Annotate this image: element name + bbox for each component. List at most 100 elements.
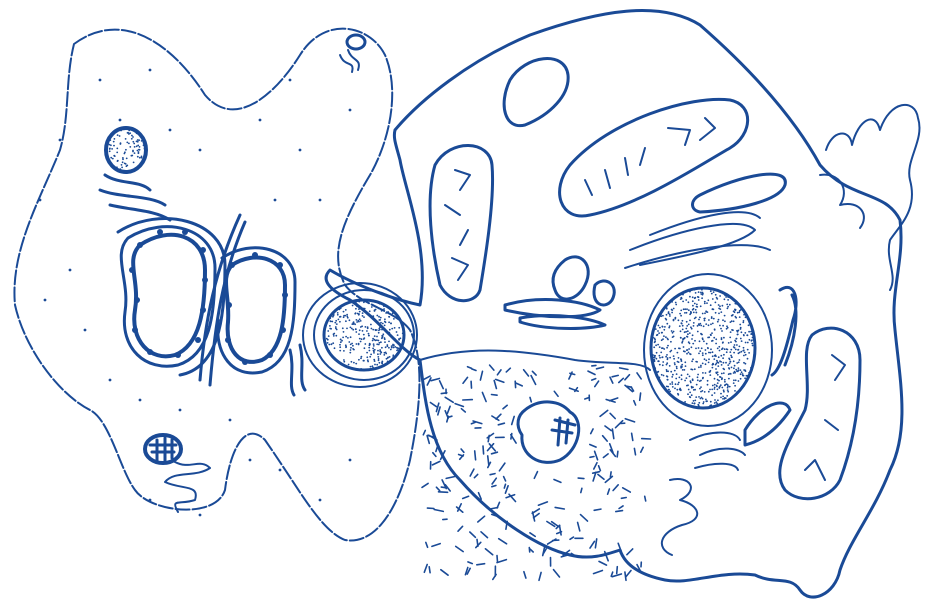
stipple-dot: [663, 394, 665, 396]
stipple-dot: [743, 375, 745, 377]
stipple-dot: [725, 384, 727, 386]
stipple-dot: [747, 349, 749, 351]
filament-dash: [610, 377, 613, 383]
stipple-dot: [398, 360, 400, 362]
stipple-dot: [738, 367, 740, 369]
filament-dash: [611, 572, 613, 576]
ribosome-dot: [267, 352, 273, 358]
stipple-dot: [733, 360, 735, 362]
stipple-dot: [125, 149, 127, 151]
stipple-dot: [738, 394, 740, 396]
stipple-dot: [339, 301, 341, 303]
stipple-dot: [403, 315, 405, 317]
stipple-dot: [121, 167, 123, 169]
stipple-dot: [745, 316, 747, 318]
stipple-dot: [738, 399, 740, 401]
stipple-dot: [700, 293, 702, 295]
stipple-dot: [394, 363, 396, 365]
stipple-dot: [671, 381, 673, 383]
stipple-dot: [753, 300, 755, 302]
filament-dash: [483, 446, 484, 454]
stipple-dot: [674, 370, 676, 372]
stipple-dot: [687, 336, 689, 338]
filament-dash: [645, 496, 646, 501]
stipple-dot: [680, 358, 682, 360]
stipple-dot: [670, 371, 672, 373]
stipple-dot: [656, 352, 658, 354]
stipple-dot: [694, 402, 696, 404]
stipple-dot: [753, 317, 755, 319]
stipple-dot: [352, 305, 354, 307]
stipple-dot: [740, 351, 742, 353]
filament-dash: [474, 474, 477, 477]
filament-dash: [610, 413, 615, 418]
stipple-dot: [710, 290, 712, 292]
stipple-dot: [395, 302, 397, 304]
stipple-dot: [143, 142, 145, 144]
ribosome-dot: [226, 302, 232, 308]
stipple-dot: [396, 303, 398, 305]
stipple-dot: [654, 297, 656, 299]
stipple-dot: [739, 289, 741, 291]
stipple-dot: [716, 403, 718, 405]
stipple-dot: [369, 314, 371, 316]
filament-dash: [492, 478, 496, 484]
stipple-dot: [671, 376, 673, 378]
stipple-dot: [338, 367, 340, 369]
stipple-dot: [132, 151, 134, 153]
stipple-dot: [710, 334, 712, 336]
stipple-dot: [371, 328, 373, 330]
stipple-dot: [328, 335, 330, 337]
stipple-dot: [737, 331, 739, 333]
stipple-dot: [669, 391, 671, 393]
stipple-dot: [672, 386, 674, 388]
filament-dash: [592, 379, 596, 381]
stipple-dot: [692, 378, 694, 380]
cytoplasm-dot: [249, 459, 252, 462]
stipple-dot: [712, 363, 714, 365]
filament-dash: [600, 410, 608, 416]
filament-dash: [472, 369, 476, 371]
stipple-dot: [366, 352, 368, 354]
stipple-dot: [662, 326, 664, 328]
stipple-dot: [324, 320, 326, 322]
stipple-dot: [374, 364, 376, 366]
stipple-dot: [389, 329, 391, 331]
filament-dash: [512, 416, 515, 424]
stipple-dot: [698, 402, 700, 404]
stipple-dot: [701, 347, 703, 349]
stipple-dot: [714, 392, 716, 394]
stipple-dot: [682, 325, 684, 327]
stipple-dot: [398, 339, 400, 341]
stipple-dot: [131, 138, 133, 140]
stipple-dot: [390, 301, 392, 303]
stipple-dot: [695, 312, 697, 314]
stipple-dot: [679, 377, 681, 379]
filament-dash: [548, 539, 556, 544]
stipple-dot: [698, 299, 700, 301]
stipple-dot: [728, 342, 730, 344]
stipple-dot: [754, 311, 756, 313]
filament-dash: [620, 368, 628, 370]
stipple-dot: [736, 399, 738, 401]
stipple-dot: [719, 295, 721, 297]
stipple-dot: [361, 356, 363, 358]
stipple-dot: [688, 352, 690, 354]
stipple-dot: [686, 321, 688, 323]
stipple-dot: [680, 389, 682, 391]
stipple-dot: [693, 308, 695, 310]
stipple-dot: [657, 334, 659, 336]
cytoplasm-dot: [109, 379, 112, 382]
stipple-dot: [753, 398, 755, 400]
stipple-dot: [727, 364, 729, 366]
filament-dash: [555, 507, 564, 509]
stipple-dot: [400, 337, 402, 339]
stipple-dot: [743, 355, 745, 357]
stipple-dot: [672, 374, 674, 376]
stipple-dot: [691, 346, 693, 348]
stipple-dot: [696, 306, 698, 308]
stipple-dot: [680, 367, 682, 369]
stipple-dot: [715, 343, 717, 345]
stipple-dot: [708, 352, 710, 354]
